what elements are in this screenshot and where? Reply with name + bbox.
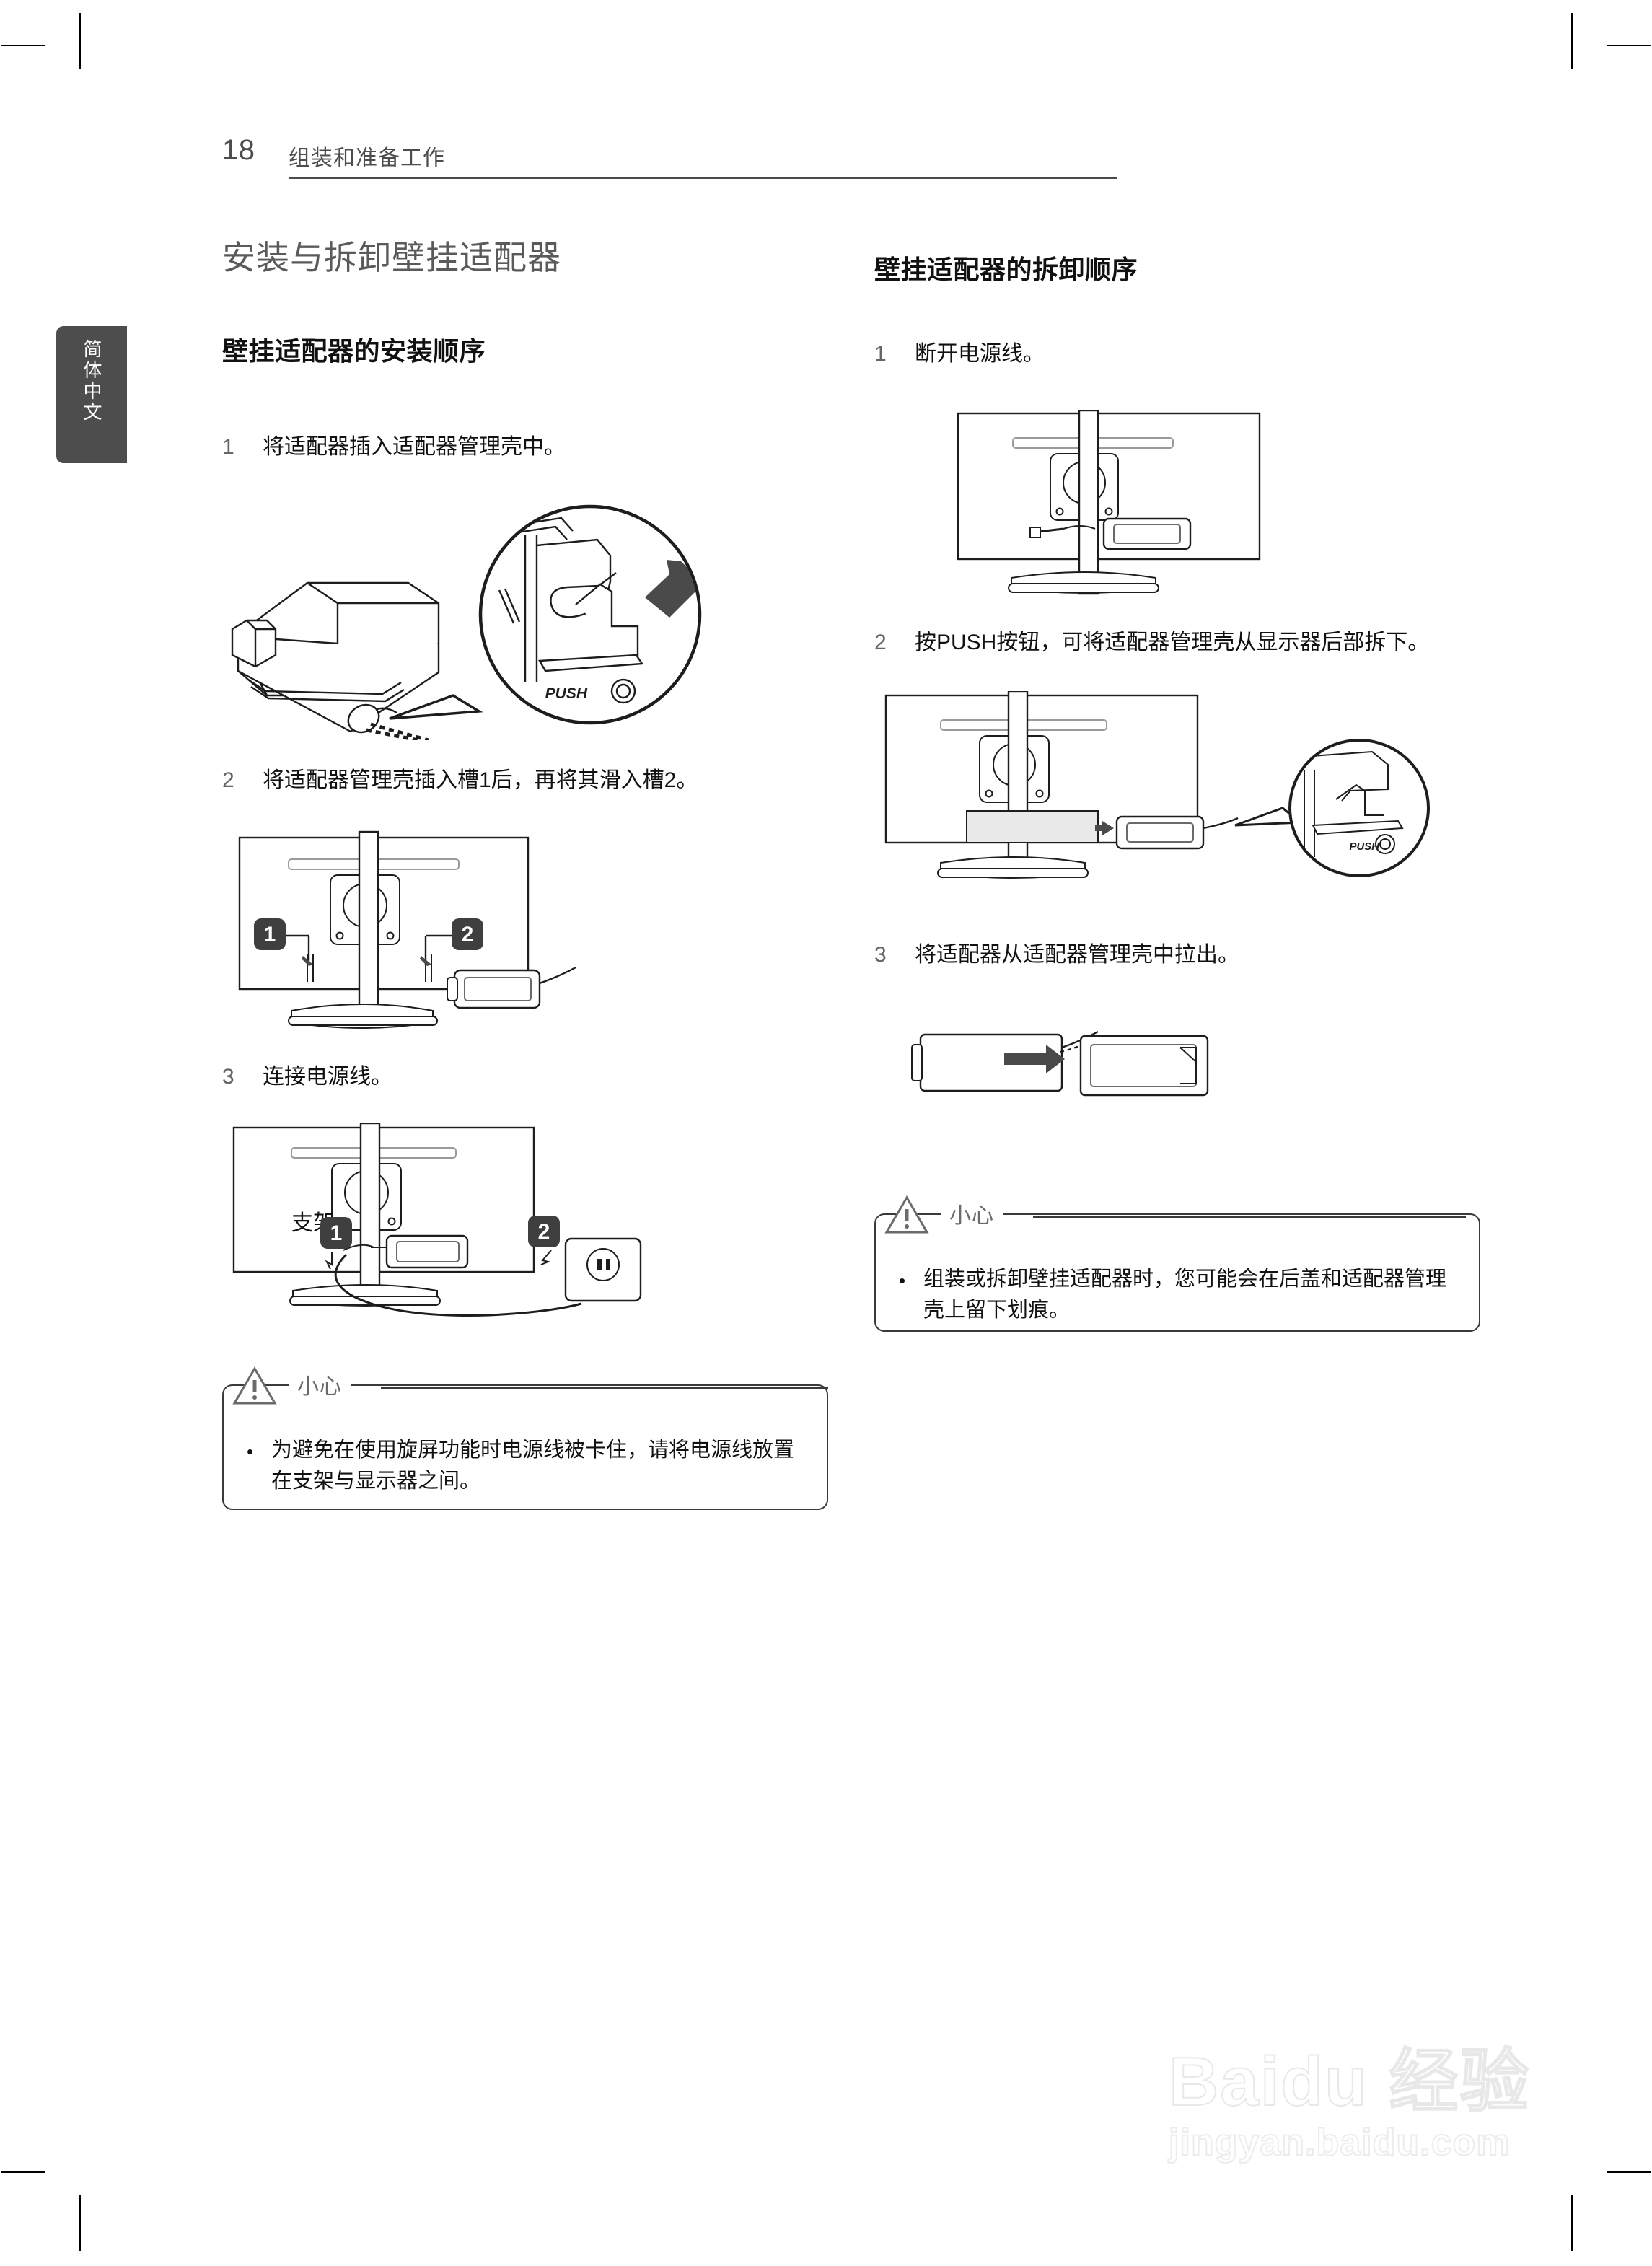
- caution-caption-rule-right: [1033, 1216, 1466, 1218]
- badge-power-1: 1: [320, 1216, 352, 1249]
- watermark-sub-text: jingyan.baidu.com: [1168, 2121, 1511, 2164]
- caution-box-left-frame: [222, 1384, 828, 1510]
- caution-box-left: 小心 • 为避免在使用旋屏功能时电源线被卡住，请将电源线放置在支架与显示器之间。: [222, 1366, 828, 1510]
- left-step-1: 1 将适配器插入适配器管理壳中。: [222, 431, 828, 463]
- right-step-3: 3 将适配器从适配器管理壳中拉出。: [874, 939, 1480, 971]
- page-header: 18 组装和准备工作: [222, 128, 1449, 186]
- pull-arrow: [1004, 1044, 1065, 1073]
- right-step-2-text: 按PUSH按钮，可将适配器管理壳从显示器后部拆下。: [915, 630, 1430, 654]
- adapter-case-r1: [1029, 517, 1192, 550]
- caution-bullet-right: •: [899, 1269, 906, 1291]
- adapter-case-detaching: [1095, 815, 1239, 850]
- adapter-cable: [347, 703, 429, 740]
- caution-caption-rule-left: [381, 1387, 828, 1389]
- header-section-title: 组装和准备工作: [289, 146, 445, 170]
- figure-insert-adapter: PUSH: [222, 502, 828, 740]
- svg-text:1: 1: [330, 1221, 343, 1245]
- language-tab: 简体中文: [56, 326, 127, 463]
- right-step-3-text: 将适配器从适配器管理壳中拉出。: [915, 943, 1239, 967]
- svg-text:2: 2: [538, 1220, 550, 1244]
- right-step-2-number: 2: [874, 630, 887, 654]
- caution-bullet-left: •: [247, 1440, 254, 1462]
- caution-text-right: 组装或拆卸壁挂适配器时，您可能会在后盖和适配器管理壳上留下划痕。: [923, 1267, 1447, 1322]
- push-label-figure1: PUSH: [545, 685, 588, 702]
- push-label-figure-r2: PUSH: [1349, 840, 1380, 853]
- left-step-3-text: 连接电源线。: [263, 1065, 392, 1089]
- figure-press-push: PUSH: [874, 691, 1480, 929]
- crop-mark-right-bottom: [1607, 2171, 1651, 2173]
- adapter-brick: [911, 1030, 1099, 1092]
- left-step-3-number: 3: [222, 1065, 234, 1089]
- figure-pull-adapter: [874, 1014, 1480, 1151]
- caution-caption-right: 小心: [941, 1197, 1003, 1229]
- warning-triangle-icon-right: [884, 1195, 929, 1234]
- detach-arrow: [1095, 821, 1114, 836]
- crop-mark-bottom-left: [79, 2195, 81, 2251]
- wall-socket: [564, 1237, 642, 1302]
- magnifier-pointer: [389, 693, 483, 720]
- crop-mark-top-right: [1571, 13, 1573, 69]
- stand-column-r2: [1007, 691, 1029, 879]
- adapter-case-attached: [447, 967, 576, 1009]
- crop-mark-left-bottom: [1, 2171, 45, 2173]
- badge-slot-2: 2: [452, 918, 483, 951]
- caution-content-left: • 为避免在使用旋屏功能时电源线被卡住，请将电源线放置在支架与显示器之间。: [247, 1435, 809, 1497]
- svg-text:1: 1: [264, 923, 276, 947]
- caution-box-right-frame: [874, 1213, 1480, 1332]
- right-column: 壁挂适配器的拆卸顺序 1 断开电源线。: [874, 238, 1480, 1332]
- main-title: 安装与拆卸壁挂适配器: [222, 239, 561, 276]
- stand-column-3: [359, 1123, 381, 1307]
- adapter-case-shell: [1079, 1035, 1209, 1096]
- left-step-3: 3 连接电源线。: [222, 1061, 828, 1093]
- stand-column: [358, 831, 379, 1028]
- adapter-case-3: [343, 1234, 469, 1269]
- left-step-2: 2 将适配器管理壳插入槽1后，再将其滑入槽2。: [222, 765, 828, 796]
- watermark-main-text: Baidu 经验: [1168, 2043, 1531, 2120]
- figure-slot-insert: 1 2: [222, 827, 828, 1044]
- badge-power-2: 2: [528, 1215, 560, 1247]
- right-step-1-text: 断开电源线。: [915, 342, 1045, 366]
- figure-disconnect-power: [874, 410, 1480, 620]
- caution-text-left: 为避免在使用旋屏功能时电源线被卡住，请将电源线放置在支架与显示器之间。: [271, 1438, 795, 1493]
- magnifier-circle-r2: [1288, 739, 1430, 878]
- crop-mark-top-left: [79, 13, 81, 69]
- stand-column-r1: [1078, 410, 1099, 594]
- adapter-case: [231, 619, 440, 733]
- svg-text:2: 2: [462, 923, 474, 947]
- left-step-2-text: 将适配器管理壳插入槽1后，再将其滑入槽2。: [263, 768, 698, 792]
- crop-mark-bottom-right: [1571, 2195, 1573, 2251]
- figure-connect-power: 支架: [222, 1123, 828, 1318]
- crop-mark-right-top: [1607, 45, 1651, 46]
- warning-triangle-icon: [232, 1366, 277, 1405]
- caution-content-right: • 组装或拆卸壁挂适配器时，您可能会在后盖和适配器管理壳上留下划痕。: [899, 1264, 1462, 1326]
- crop-mark-left-top: [1, 45, 45, 46]
- right-sub-title: 壁挂适配器的拆卸顺序: [874, 255, 1138, 284]
- left-sub-title: 壁挂适配器的安装顺序: [222, 336, 486, 366]
- page-number: 18: [222, 134, 255, 166]
- badge-slot-1: 1: [254, 918, 286, 951]
- power-cord: [334, 1253, 582, 1317]
- left-column: 安装与拆卸壁挂适配器 壁挂适配器的安装顺序 1 将适配器插入适配器管理壳中。: [222, 238, 828, 1510]
- language-tab-label: 简体中文: [81, 339, 102, 423]
- right-step-3-number: 3: [874, 943, 887, 967]
- caution-box-right: 小心 • 组装或拆卸壁挂适配器时，您可能会在后盖和适配器管理壳上留下划痕。: [874, 1195, 1480, 1332]
- header-divider: [289, 177, 1117, 179]
- right-step-2: 2 按PUSH按钮，可将适配器管理壳从显示器后部拆下。: [874, 627, 1480, 659]
- left-step-1-text: 将适配器插入适配器管理壳中。: [263, 435, 566, 460]
- left-step-1-number: 1: [222, 435, 234, 460]
- left-step-2-number: 2: [222, 768, 234, 792]
- right-step-1-number: 1: [874, 342, 887, 366]
- baidu-watermark: Baidu 经验 jingyan.baidu.com: [1168, 2043, 1573, 2213]
- right-step-1: 1 断开电源线。: [874, 338, 1480, 370]
- caution-caption-left: 小心: [289, 1368, 351, 1400]
